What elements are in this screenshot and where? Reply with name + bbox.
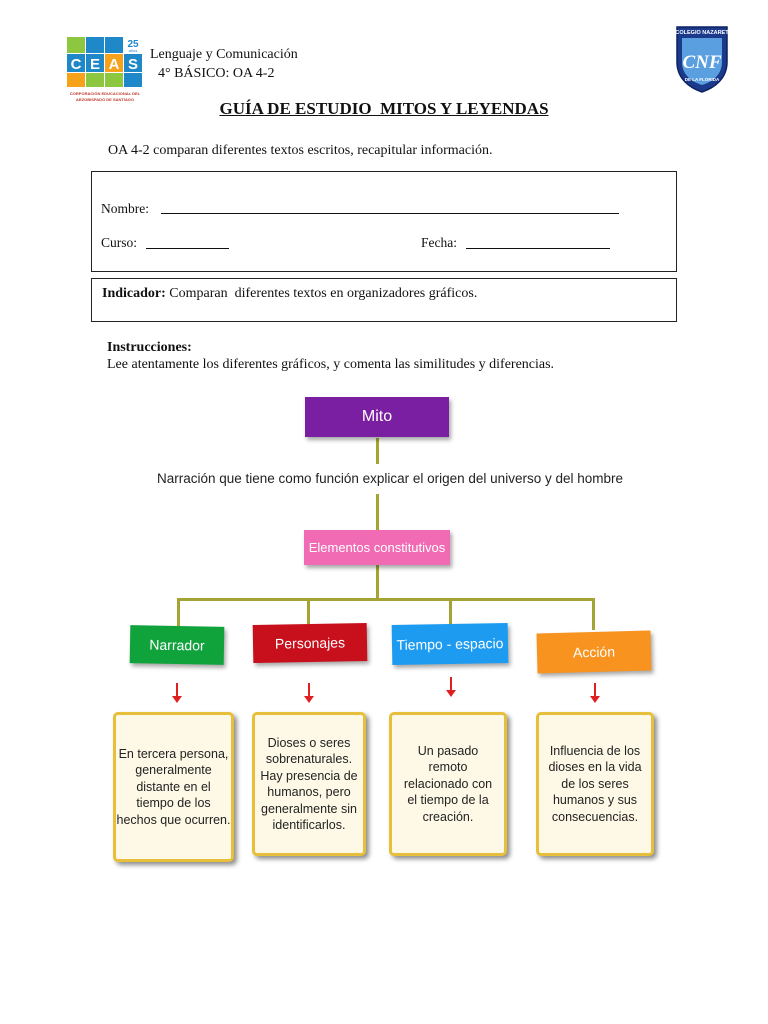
ceas-letter: E (90, 56, 100, 73)
connector-tiempo (449, 598, 452, 624)
nazaret-monogram: CNF (682, 52, 721, 73)
nazaret-bottom-text: DE LA FLORIDA (685, 77, 720, 82)
mito-box: Mito (305, 397, 449, 437)
connector-root-definition (376, 438, 379, 464)
indicator-text: Comparan diferentes textos en organizado… (165, 286, 478, 301)
category-tiempo-espacio: Tiempo - espacio (391, 622, 509, 666)
nazaret-top-text: COLEGIO NAZARET (675, 30, 729, 36)
ceas-caption: CORPORACIÓN EDUCACIONAL DEL (70, 91, 141, 96)
course-label: Curso: (101, 235, 138, 250)
ceas-badge: 25 (127, 39, 139, 50)
ceas-badge-sub: años (129, 48, 138, 53)
ceas-logo: C E A S 25 años CORPORACIÓN EDUCACIONAL … (66, 36, 144, 106)
instructions-title: Instrucciones: (107, 340, 192, 355)
connector-elements-bar (376, 565, 379, 600)
connector-definition-elements (376, 494, 379, 530)
ceas-caption: ARZOBISPADO DE SANTIAGO (76, 97, 134, 102)
myth-definition: Narración que tiene como función explica… (156, 471, 623, 486)
connector-horizontal-bar (177, 598, 595, 601)
name-label: Nombre: (101, 201, 149, 216)
page-title-text: GUÍA DE ESTUDIO MITOS Y LEYENDAS (219, 99, 549, 118)
nazaret-logo: COLEGIO NAZARET CNF DE LA FLORIDA (674, 24, 730, 94)
name-field[interactable] (161, 213, 619, 214)
indicator-label: Indicador: (102, 286, 166, 301)
indicator-line: Indicador: Comparan diferentes textos en… (102, 286, 477, 302)
grade-label: 4° BÁSICO: OA 4-2 (158, 66, 275, 81)
objective-line: OA 4-2 comparan diferentes textos escrit… (108, 143, 493, 158)
category-accion: Acción (536, 630, 652, 674)
category-narrador: Narrador (129, 625, 225, 665)
ceas-letter: A (109, 56, 120, 73)
category-personajes: Personajes (252, 623, 368, 663)
description-text: Un pasado remoto relacionado con el tiem… (403, 743, 493, 824)
instructions-text: Lee atentamente los diferentes gráficos,… (107, 357, 555, 372)
ceas-letter: S (128, 56, 138, 73)
description-personajes: Dioses o seres sobrenaturales. Hay prese… (252, 712, 366, 856)
ceas-letter: C (71, 56, 82, 73)
course-field[interactable] (146, 248, 229, 249)
description-text: Influencia de los dioses en la vida de l… (548, 743, 642, 824)
connector-accion (592, 598, 595, 630)
connector-narrador (177, 598, 180, 626)
description-text: En tercera persona, generalmente distant… (116, 746, 231, 827)
page-title: GUÍA DE ESTUDIO MITOS Y LEYENDAS (0, 99, 768, 119)
date-field[interactable] (466, 248, 610, 249)
connector-personajes (307, 598, 310, 624)
description-narrador: En tercera persona, generalmente distant… (113, 712, 234, 862)
subject-label: Lenguaje y Comunicación (150, 47, 298, 62)
date-label: Fecha: (421, 235, 457, 250)
description-text: Dioses o seres sobrenaturales. Hay prese… (260, 735, 358, 833)
student-info-box: Nombre: Curso: Fecha: (91, 171, 677, 272)
indicator-box: Indicador: Comparan diferentes textos en… (91, 278, 677, 322)
description-tiempo-espacio: Un pasado remoto relacionado con el tiem… (389, 712, 507, 856)
elements-box: Elementos constitutivos (304, 530, 450, 565)
description-accion: Influencia de los dioses en la vida de l… (536, 712, 654, 856)
